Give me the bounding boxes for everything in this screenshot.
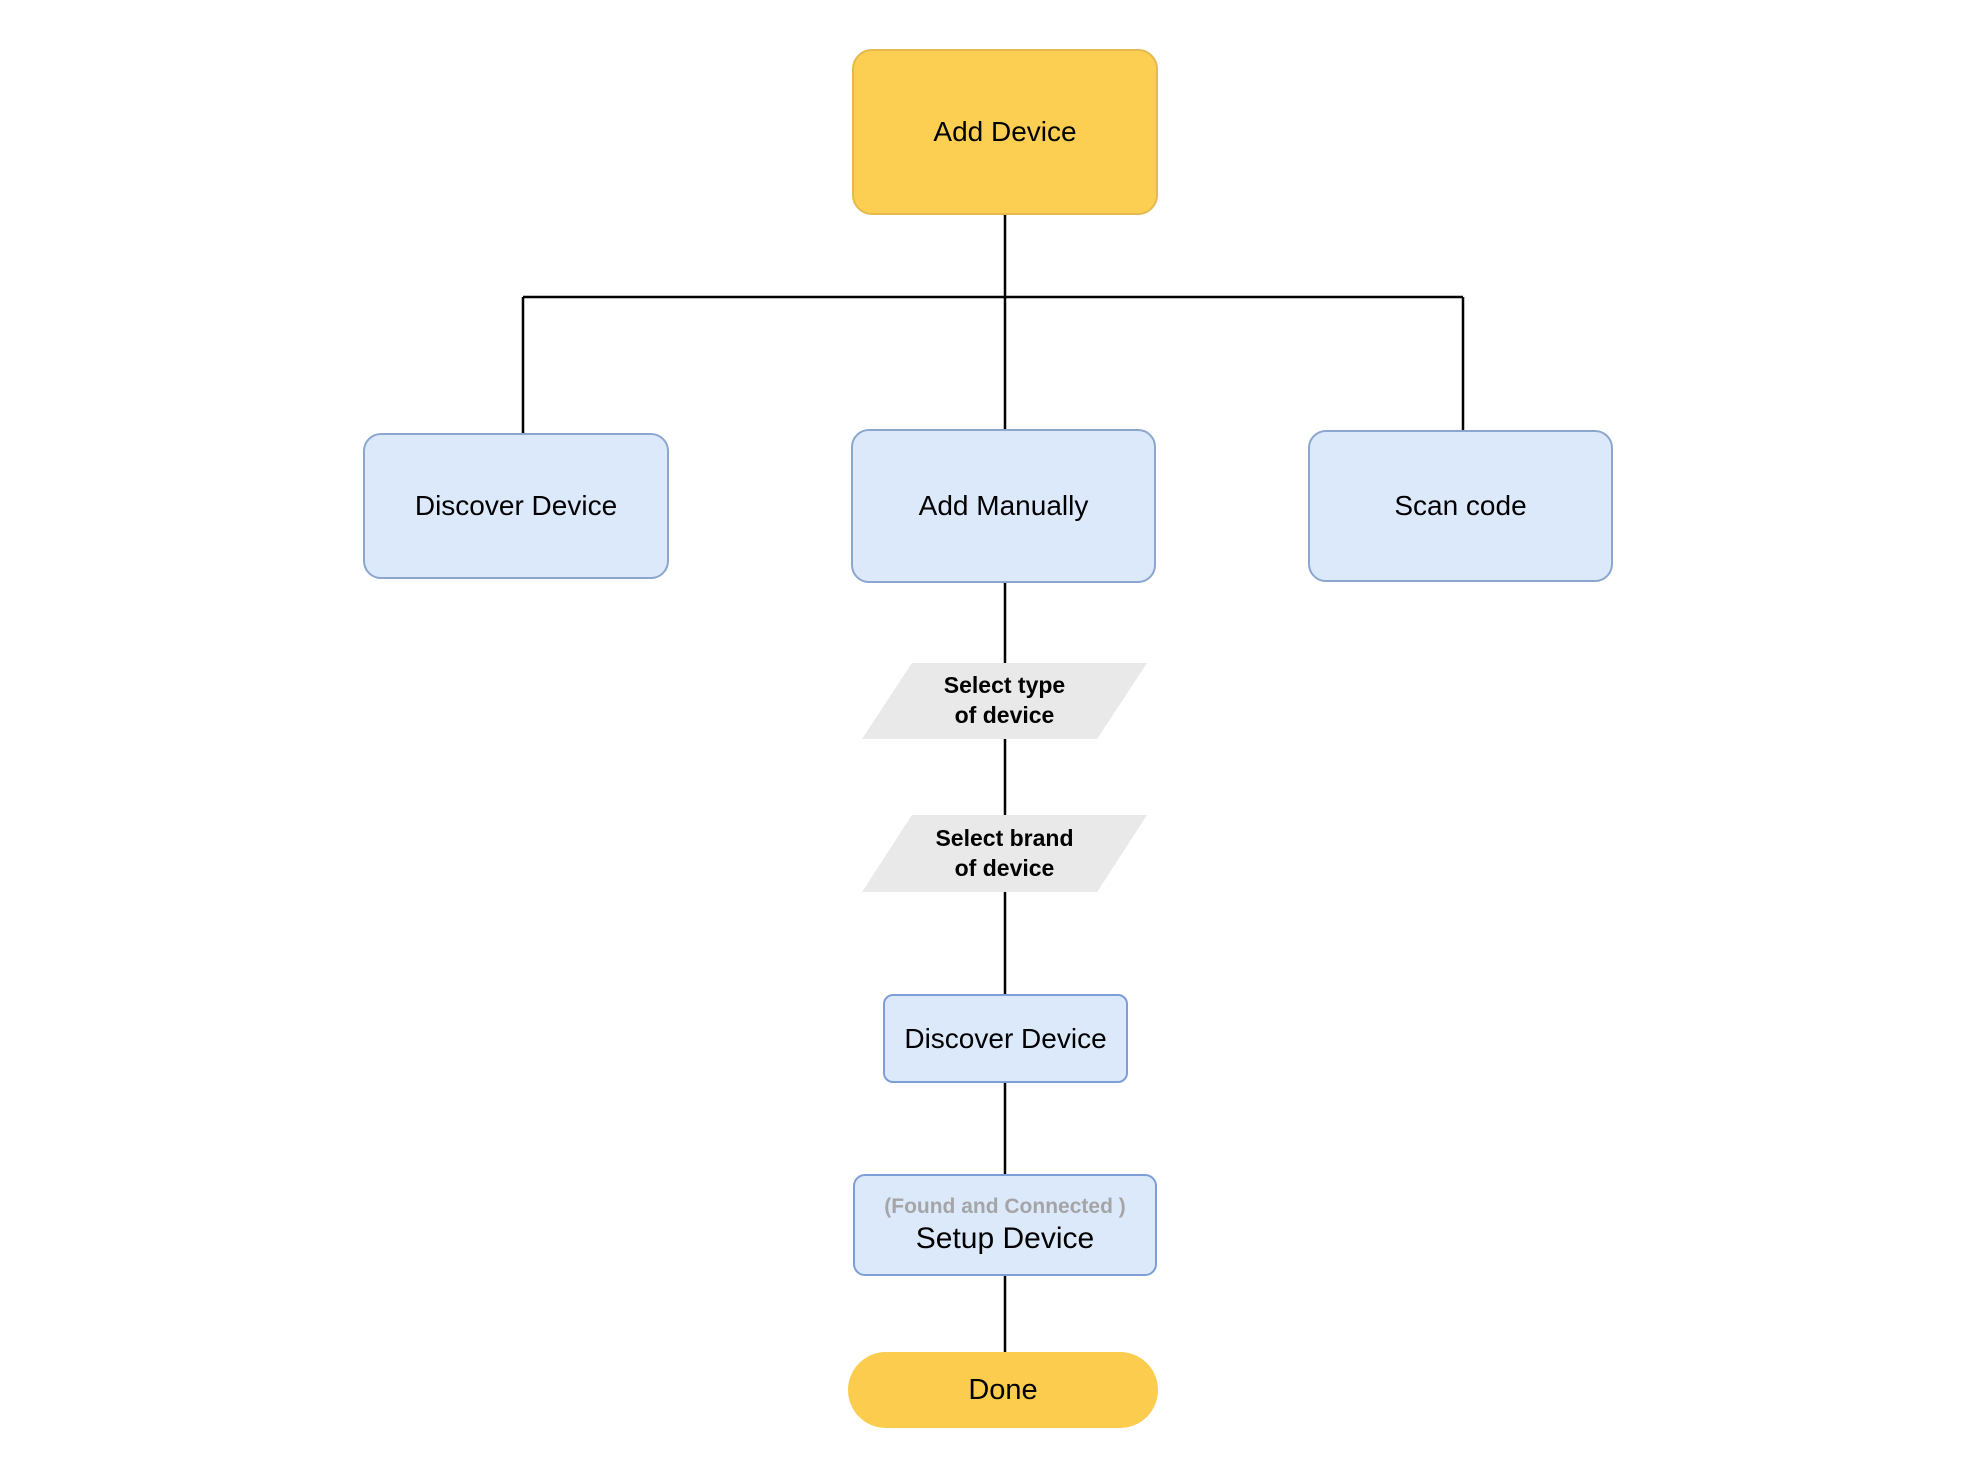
node-select-brand: Select brand of device: [862, 815, 1147, 892]
node-scan-code: Scan code: [1308, 430, 1613, 582]
node-select-type: Select type of device: [862, 663, 1147, 739]
node-select-type-label: Select type of device: [944, 671, 1065, 731]
node-scan-code-label: Scan code: [1394, 490, 1527, 521]
node-setup-device: (Found and Connected ) Setup Device: [853, 1174, 1157, 1276]
select-type-line2: of device: [954, 702, 1055, 728]
select-brand-line1: Select brand: [935, 824, 1074, 851]
node-discover-device-2-label: Discover Device: [904, 1022, 1107, 1054]
node-select-brand-label: Select brand of device: [935, 824, 1073, 884]
parallelogram-shape: [862, 815, 1147, 892]
node-discover-device-label: Discover Device: [414, 490, 618, 521]
select-brand-line2: of device: [954, 854, 1055, 881]
node-add-device-label: Add Device: [933, 116, 1077, 147]
node-add-manually: Add Manually: [851, 429, 1156, 583]
node-discover-device: Discover Device: [363, 433, 669, 579]
node-done-label: Done: [968, 1373, 1038, 1406]
node-add-manually-label: Add Manually: [918, 490, 1089, 521]
node-setup-device-note: (Found and Connected ): [884, 1194, 1126, 1218]
parallelogram-shape: [862, 663, 1147, 739]
node-setup-device-label: Setup Device: [915, 1222, 1095, 1256]
select-type-line1: Select type: [943, 672, 1066, 699]
node-discover-device-2: Discover Device: [883, 994, 1128, 1083]
node-done: Done: [848, 1352, 1158, 1428]
node-add-device: Add Device: [852, 49, 1158, 215]
